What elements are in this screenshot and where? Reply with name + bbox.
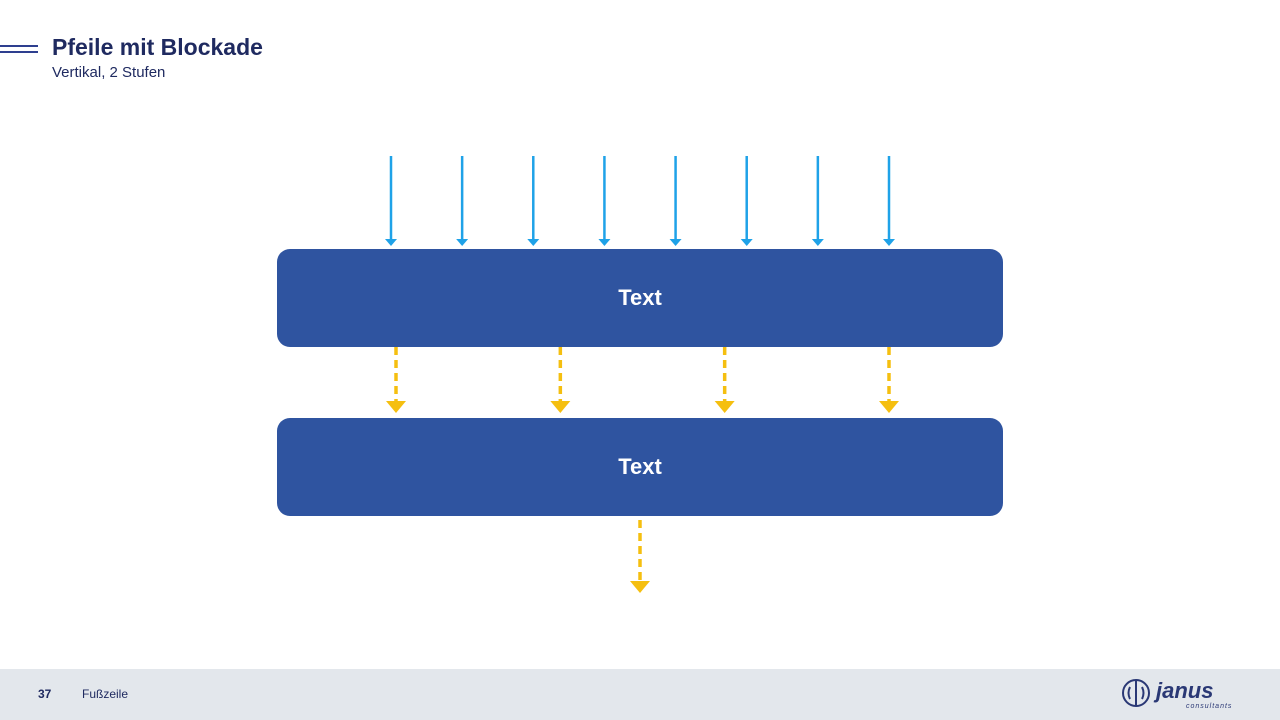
input-arrow [385, 156, 397, 246]
janus-logo: janus consultants [1122, 678, 1232, 710]
page-title: Pfeile mit Blockade [52, 34, 263, 60]
input-arrow [740, 156, 753, 246]
logo-subtext: consultants [1186, 703, 1232, 710]
blocked-arrow [714, 347, 735, 413]
input-arrow [811, 156, 824, 246]
page-subtitle: Vertikal, 2 Stufen [52, 64, 166, 81]
footer: 37 Fußzeile janus consultants [0, 669, 1280, 720]
input-arrow [669, 156, 682, 246]
page-number: 37 [38, 687, 52, 701]
input-arrow [456, 156, 469, 246]
output-blocked-arrow [630, 520, 650, 593]
stage-block-1-label: Text [618, 285, 662, 310]
input-arrows [385, 156, 895, 246]
input-arrow [883, 156, 895, 246]
footer-text: Fußzeile [82, 687, 129, 701]
stage-block-2-label: Text [618, 454, 662, 479]
input-arrow [598, 156, 611, 246]
blocked-arrow [879, 347, 899, 413]
blocked-arrow [550, 347, 571, 413]
stage-block-1: Text [277, 249, 1003, 347]
title-accent-lines [0, 45, 38, 57]
blocked-arrow [386, 347, 406, 413]
blocked-arrows-output [630, 520, 650, 593]
stage-block-2: Text [277, 418, 1003, 516]
blocked-arrows-middle [386, 347, 899, 413]
input-arrow [527, 156, 540, 246]
logo-text: janus [1153, 678, 1213, 703]
